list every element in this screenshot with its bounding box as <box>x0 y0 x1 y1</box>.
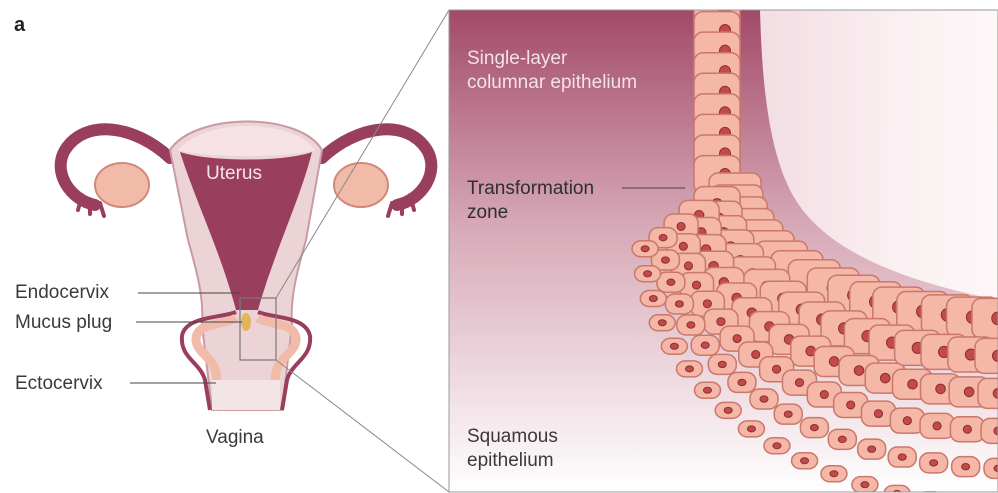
cell-nucleus <box>658 320 666 326</box>
cell-nucleus <box>908 380 918 390</box>
cell-nucleus <box>838 436 846 442</box>
label-transformation-line1: Transformation <box>467 177 594 200</box>
cell-nucleus <box>994 427 998 435</box>
cell-nucleus <box>773 443 781 449</box>
cell-nucleus <box>898 454 906 460</box>
label-columnar-line1: Single-layer <box>467 47 567 70</box>
cell-nucleus <box>880 373 890 383</box>
uterus-anatomy <box>61 10 449 492</box>
cell-nucleus <box>659 234 667 240</box>
cell-nucleus <box>685 366 693 372</box>
cell-nucleus <box>994 465 998 471</box>
label-uterus: Uterus <box>206 162 262 185</box>
mucus-plug <box>241 313 251 331</box>
cell-nucleus <box>854 366 864 376</box>
cell-nucleus <box>801 458 809 464</box>
cell-nucleus <box>718 361 726 367</box>
label-squamous-line1: Squamous <box>467 425 558 448</box>
label-transformation-line2: zone <box>467 201 508 224</box>
panel-label: a <box>14 14 25 37</box>
cell-nucleus <box>795 379 803 387</box>
cell-nucleus <box>641 246 649 252</box>
cell-nucleus <box>661 257 669 263</box>
label-vagina: Vagina <box>206 426 264 449</box>
cell-nucleus <box>724 407 732 413</box>
cell-nucleus <box>667 279 675 285</box>
right-ovary <box>334 163 388 207</box>
cell-nucleus <box>703 300 711 308</box>
cell-nucleus <box>684 262 692 270</box>
cell-nucleus <box>733 335 741 343</box>
cell-nucleus <box>703 387 711 393</box>
label-endocervix: Endocervix <box>15 281 109 304</box>
cell-nucleus <box>830 471 838 477</box>
left-ovary <box>95 163 149 207</box>
cell-nucleus <box>963 425 971 433</box>
cell-nucleus <box>670 343 678 349</box>
cell-nucleus <box>679 242 687 250</box>
cell-nucleus <box>649 296 657 302</box>
cell-nucleus <box>752 351 760 359</box>
cell-nucleus <box>933 422 941 430</box>
label-squamous-line2: epithelium <box>467 449 554 472</box>
label-mucus-plug: Mucus plug <box>15 311 112 334</box>
cell-nucleus <box>760 396 768 402</box>
cell-nucleus <box>675 301 683 307</box>
cell-nucleus <box>829 357 839 367</box>
cell-nucleus <box>810 424 818 430</box>
cell-nucleus <box>993 389 998 399</box>
cell-nucleus <box>820 391 828 399</box>
cell-nucleus <box>701 342 709 348</box>
cell-nucleus <box>738 379 746 385</box>
cell-nucleus <box>692 281 700 289</box>
cell-nucleus <box>687 322 695 328</box>
cell-nucleus <box>677 222 685 230</box>
cell-nucleus <box>772 365 780 373</box>
label-ectocervix: Ectocervix <box>15 372 103 395</box>
cell-nucleus <box>644 271 652 277</box>
label-columnar-line2: columnar epithelium <box>467 71 637 94</box>
cell-nucleus <box>784 411 792 417</box>
cell-nucleus <box>868 446 876 452</box>
cell-nucleus <box>847 401 855 409</box>
cell-nucleus <box>962 463 970 469</box>
cell-nucleus <box>874 410 882 418</box>
cell-nucleus <box>747 426 755 432</box>
cell-nucleus <box>903 417 911 425</box>
cell-nucleus <box>930 460 938 466</box>
cell-nucleus <box>936 384 946 394</box>
cell-nucleus <box>717 318 725 326</box>
cell-nucleus <box>861 482 869 488</box>
cell-nucleus <box>964 387 974 397</box>
